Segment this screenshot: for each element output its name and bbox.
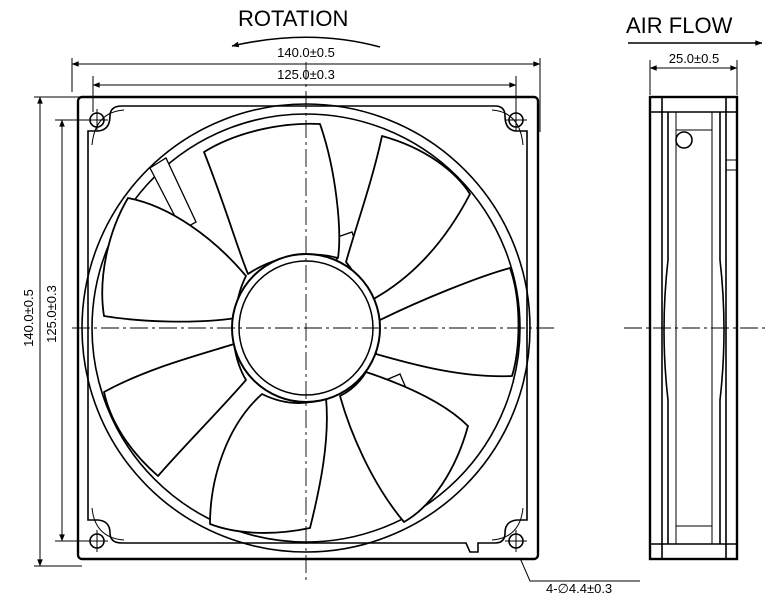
curved-arrow-counterclockwise-icon — [231, 36, 381, 48]
air-flow-label: AIR FLOW — [626, 13, 733, 38]
mounting-hole-bottom-right — [505, 530, 527, 552]
side-view — [624, 60, 768, 561]
dim-hole-spacing-width: 125.0±0.3 — [277, 67, 335, 82]
dim-outer-width: 140.0±0.5 — [277, 45, 335, 60]
fan-blades — [101, 122, 520, 534]
dim-depth: 25.0±0.5 — [669, 51, 720, 66]
fan-frame-inner — [87, 105, 528, 553]
dimension-lines — [34, 58, 640, 582]
dim-hole-spacing-height: 125.0±0.3 — [44, 285, 59, 343]
rotation-label: ROTATION — [238, 6, 348, 31]
mounting-hole-top-right — [505, 109, 527, 131]
front-view — [72, 62, 558, 580]
dim-mounting-holes: 4-∅4.4±0.3 — [546, 581, 612, 596]
dim-outer-height: 140.0±0.5 — [21, 289, 36, 347]
